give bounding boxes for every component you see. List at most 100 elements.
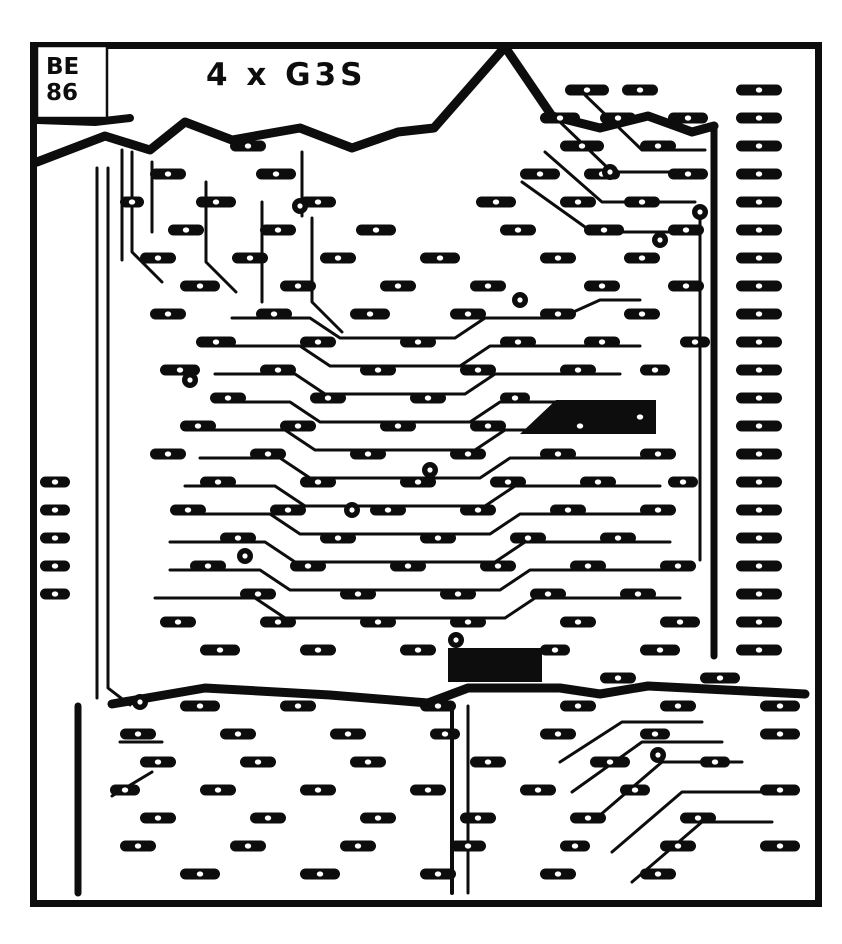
pad-hole — [755, 647, 763, 653]
pad-hole — [464, 311, 472, 317]
pad-hole — [314, 339, 322, 345]
corner-label-line2: 86 — [46, 80, 78, 106]
pad-hole — [436, 255, 444, 261]
pad-hole — [234, 535, 242, 541]
pad-hole — [424, 787, 432, 793]
board-title: 4 x G3S — [206, 57, 367, 93]
pad-hole — [654, 143, 662, 149]
copper-trace — [543, 150, 697, 204]
pad-hole — [274, 619, 282, 625]
pad-hole — [524, 535, 532, 541]
pad-hole — [554, 871, 562, 877]
pad-hole — [651, 367, 659, 373]
pad-hole — [634, 591, 642, 597]
pad-hole — [270, 311, 278, 317]
pad-hole — [691, 339, 699, 345]
copper-trace — [198, 428, 652, 452]
pad-hole — [583, 87, 591, 93]
copper-fills-layer — [448, 400, 656, 682]
pad-hole — [554, 311, 562, 317]
pad-hole — [134, 731, 142, 737]
pad-hole — [234, 731, 242, 737]
pad-hole — [374, 815, 382, 821]
pad-hole — [682, 227, 690, 233]
pad-hole — [776, 787, 784, 793]
pad-hole — [182, 227, 190, 233]
pad-hole — [394, 423, 402, 429]
pad-hole — [464, 451, 472, 457]
pad-hole — [314, 199, 322, 205]
pad-hole — [374, 619, 382, 625]
pad-hole — [578, 143, 586, 149]
copper-trace — [213, 372, 622, 396]
pad-hole — [654, 507, 662, 513]
pad-hole — [212, 339, 220, 345]
pad-hole — [494, 563, 502, 569]
corner-label-frame — [35, 44, 109, 120]
pad-hole — [776, 703, 784, 709]
corner-label-line1: BE — [46, 54, 79, 80]
copper-trace — [130, 150, 164, 284]
pad-hole — [654, 451, 662, 457]
pad-hole — [274, 227, 282, 233]
pad-hole — [366, 311, 374, 317]
pad-hole — [684, 115, 692, 121]
pad-hole — [571, 843, 579, 849]
pad-hole — [534, 787, 542, 793]
copper-trace — [570, 740, 724, 794]
round-pad-hole — [187, 377, 193, 383]
pad-hole — [536, 171, 544, 177]
pad-hole — [264, 815, 272, 821]
pad-hole — [244, 843, 252, 849]
pad-hole — [755, 311, 763, 317]
pad-hole — [154, 759, 162, 765]
pad-hole — [694, 815, 702, 821]
pad-hole — [776, 731, 784, 737]
pad-hole — [564, 507, 572, 513]
pad-hole — [711, 759, 719, 765]
pad-hole — [716, 675, 724, 681]
pad-hole — [755, 535, 763, 541]
round-pad-hole — [427, 467, 433, 473]
pad-hole — [464, 619, 472, 625]
pad-hole — [484, 423, 492, 429]
pad-hole — [511, 395, 519, 401]
pad-hole — [638, 199, 646, 205]
copper-trace — [106, 166, 132, 707]
pad-hole — [314, 479, 322, 485]
pad-hole — [755, 339, 763, 345]
pad-hole — [196, 703, 204, 709]
pad-hole — [294, 703, 302, 709]
pad-hole — [414, 479, 422, 485]
pad-hole — [504, 479, 512, 485]
pad-hole — [755, 451, 763, 457]
round-pad-hole — [657, 237, 663, 243]
pad-hole — [324, 395, 332, 401]
pad-hole — [755, 171, 763, 177]
pad-hole — [755, 227, 763, 233]
pad-hole — [176, 367, 184, 373]
pad-hole — [284, 507, 292, 513]
pad-hole — [514, 339, 522, 345]
fill-hole — [636, 414, 644, 420]
copper-trace — [230, 344, 642, 368]
pad-hole — [584, 815, 592, 821]
pad-hole — [574, 367, 582, 373]
pad-hole — [755, 199, 763, 205]
pad-hole — [212, 199, 220, 205]
copper-trace — [183, 484, 662, 508]
round-pad-hole — [453, 637, 459, 643]
pad-hole — [474, 815, 482, 821]
pad-hole — [684, 171, 692, 177]
pad-hole — [441, 731, 449, 737]
copper-trace — [168, 568, 677, 592]
pad-hole — [316, 871, 324, 877]
pad-hole — [196, 871, 204, 877]
round-pad-hole — [607, 169, 613, 175]
pad-hole — [755, 87, 763, 93]
pad-hole — [614, 535, 622, 541]
pad-hole — [674, 703, 682, 709]
pad-hole — [214, 479, 222, 485]
copper-trace — [107, 681, 810, 709]
